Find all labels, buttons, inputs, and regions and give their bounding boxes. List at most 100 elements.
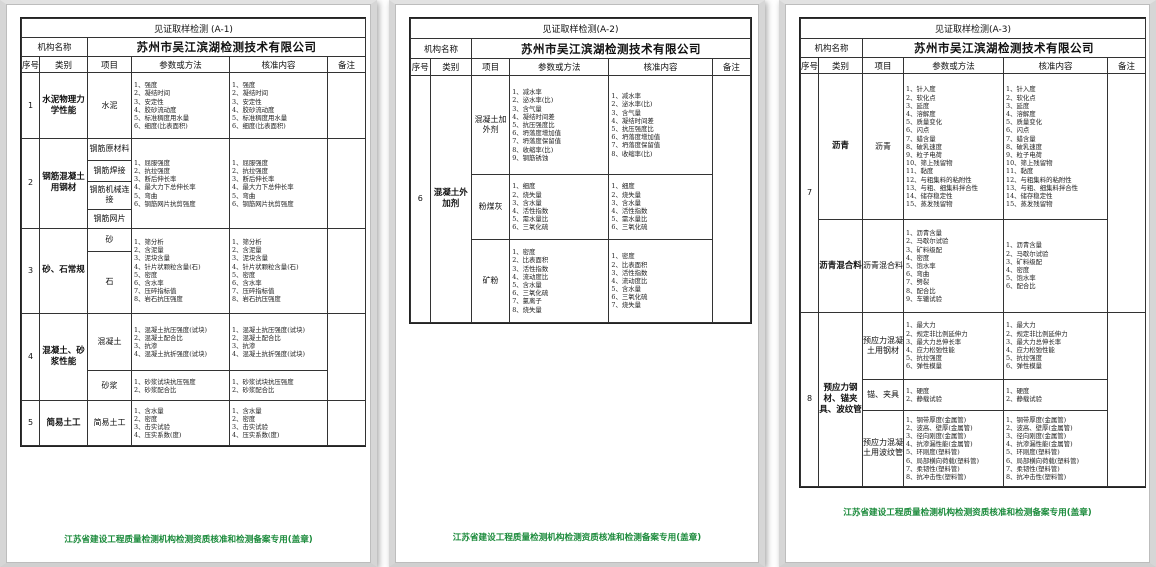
list-item: 5、质量变化: [906, 118, 943, 127]
item-cell: 钢筋机械连接: [87, 180, 132, 210]
list-item: 4、应力松弛性能: [906, 346, 955, 355]
list-item: 8、岩石抗压强度: [232, 295, 281, 304]
list-item: 4、混凝土抗折强度(试块): [232, 350, 305, 359]
list-item: 5、环刚度(塑料管): [1006, 448, 1060, 457]
list-item: 1、减水率: [611, 92, 642, 101]
list-item: 9、车辙试验: [906, 294, 943, 303]
category-cell: 简易土工: [39, 400, 88, 446]
list-item: 6、三氧化硫: [512, 289, 549, 298]
list-item: 1、密度: [611, 252, 635, 261]
list-item: 7、压碎指标值: [134, 287, 177, 296]
list-item: 1、强度: [134, 81, 158, 90]
category-cell: 混凝土、砂浆性能: [39, 312, 88, 402]
list-item: 15、蒸发残留物: [1006, 200, 1053, 209]
list-item: 5、密度: [232, 270, 256, 279]
footer-stamp-text: 江苏省建设工程质量检测机构检测资质核准和检测备案专用(盖章): [843, 508, 1092, 518]
row-number: 5: [21, 400, 40, 446]
list-item: 4、凝结时间差: [611, 116, 654, 125]
item-cell: 混凝土加外剂: [470, 75, 511, 175]
item-cell: 沥青混合料: [862, 219, 904, 313]
item-cell: 钢筋网片: [87, 208, 132, 229]
list-item: 8、烧失量: [512, 305, 542, 314]
list-item: 9、钢筋锈蚀: [512, 153, 549, 162]
list-item: 5、抗拉强度: [1006, 354, 1043, 363]
list-item: 6、闪点: [1006, 126, 1030, 135]
org-name: 苏州市吴江滨湖检测技术有限公司: [862, 37, 1146, 59]
list-item: 8、抗冲击性(塑料管): [1006, 472, 1067, 481]
list-item: 4、最大力下总伸长率: [232, 183, 294, 192]
row-number: 2: [21, 138, 40, 229]
header-item: 项目: [862, 57, 904, 75]
list-item: 6、坍落度增加值: [611, 133, 661, 142]
header-params: 参数或方法: [509, 58, 610, 77]
header-params: 参数或方法: [903, 57, 1004, 75]
list-item: 4、活性指数: [611, 206, 648, 215]
document-frame-a1: 见证取样检测 (A-1) 机构名称 苏州市吴江滨湖检测技术有限公司 序号 类别 …: [0, 0, 377, 567]
list-item: 1、筛分析: [134, 238, 164, 247]
list-item: 13、与粗、细集料拌合性: [906, 183, 979, 192]
list-item: 3、断后伸长率: [232, 175, 275, 184]
list-item: 7、坍落度保留值: [512, 137, 561, 146]
list-item: 7、氯离子: [512, 297, 542, 306]
list-item: 4、抗渗漏性能(金属管): [906, 440, 973, 449]
list-item: 12、与粗集料的粘附性: [906, 175, 972, 184]
org-name: 苏州市吴江滨湖检测技术有限公司: [86, 37, 367, 58]
list-item: 1、密度: [512, 248, 536, 257]
list-item: 4、溶解度: [906, 110, 936, 119]
list-item: 1、屈服强度: [134, 158, 171, 167]
list-item: 1、沥青含量: [1006, 241, 1043, 250]
list-item: 2、泌水率(比): [611, 100, 653, 109]
item-cell: 混凝土: [87, 312, 132, 372]
list-item: 5、密度: [134, 270, 158, 279]
list-item: 1、最大力: [1006, 321, 1036, 330]
org-label: 机构名称: [410, 38, 472, 60]
item-cell: 预应力混凝土用钢材: [862, 311, 904, 381]
list-item: 4、溶解度: [1006, 110, 1036, 119]
list-item: 2、密度: [232, 414, 256, 423]
list-item: 3、最大力总伸长率: [906, 337, 962, 346]
list-item: 5、标准稠度用水量: [134, 113, 190, 122]
item-cell: 简易土工: [87, 400, 132, 446]
list-item: 4、胶砂流动度: [134, 105, 177, 114]
row-number: 7: [800, 73, 819, 313]
list-item: 1、硬度: [1006, 386, 1030, 395]
list-item: 3、泥块含量: [134, 254, 171, 263]
sheet-a1: 见证取样检测 (A-1) 机构名称 苏州市吴江滨湖检测技术有限公司 序号 类别 …: [20, 17, 367, 447]
list-item: 1、沥青含量: [906, 229, 943, 238]
org-label: 机构名称: [800, 37, 863, 59]
row-number: 8: [800, 311, 819, 488]
list-item: 6、钢筋网片抗剪强度: [232, 199, 294, 208]
list-item: 1、钢带厚度(金属管): [906, 415, 967, 424]
list-item: 10、筛上残留物: [1006, 159, 1053, 168]
row-number: 3: [21, 227, 40, 314]
item-cell: 矿粉: [470, 238, 511, 324]
scope-list: 1、钢带厚度(金属管)2、波高、壁厚(金属管)3、径向刚度(金属管)4、抗渗漏性…: [1003, 409, 1108, 488]
list-item: 5、饱水率: [1006, 274, 1036, 283]
list-item: 7、压碎指标值: [232, 287, 275, 296]
list-item: 3、矿料级配: [906, 245, 943, 254]
list-item: 4、密度: [1006, 266, 1030, 275]
header-item: 项目: [470, 58, 511, 77]
list-item: 5、环刚度(塑料管): [906, 448, 960, 457]
list-item: 5、含水量: [512, 280, 542, 289]
header-item: 项目: [87, 56, 132, 74]
list-item: 4、活性指数: [512, 206, 549, 215]
list-item: 7、蜡含量: [1006, 134, 1036, 143]
list-item: 7、劈裂: [906, 278, 930, 287]
header-scope: 核准内容: [608, 58, 713, 77]
list-item: 13、与粗、细集料拌合性: [1006, 183, 1079, 192]
list-item: 7、柔韧性(塑料管): [1006, 464, 1060, 473]
list-item: 1、砂浆试块抗压强度: [232, 377, 294, 386]
table-a2: 见证取样检测(A-2) 机构名称 苏州市吴江滨湖检测技术有限公司 序号 类别 项…: [410, 17, 752, 324]
sheet-a3: 见证取样检测(A-3) 机构名称 苏州市吴江滨湖检测技术有限公司 序号 类别 项…: [799, 17, 1146, 488]
item-cell: 预应力混凝土用波纹管: [862, 409, 904, 488]
